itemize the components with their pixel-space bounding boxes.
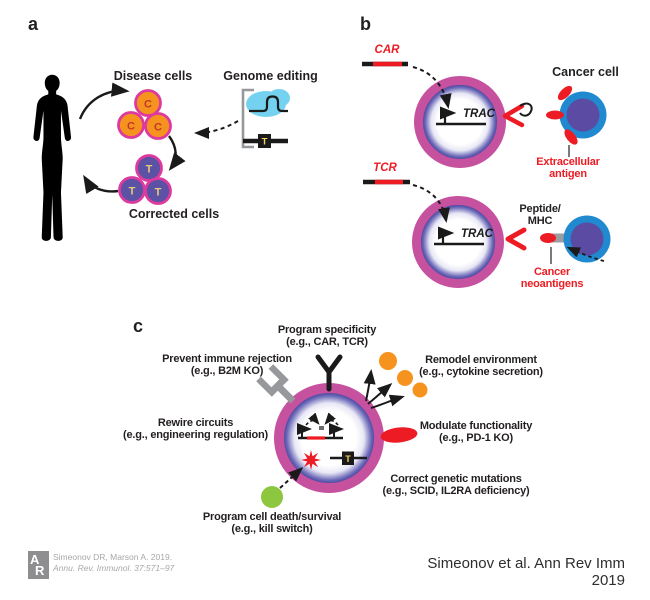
peptide	[540, 233, 556, 243]
annual-reviews-logo: A R	[28, 551, 49, 579]
prevent-immune-rejection-label: Prevent immune rejection (e.g., B2M KO)	[162, 353, 292, 378]
tcr-delivery-arrow	[412, 184, 450, 223]
program-cell-death-label: Program cell death/survival (e.g., kill …	[202, 511, 342, 536]
gene-circuit	[297, 412, 344, 440]
correct-genetic-mutations-label: Correct genetic mutations (e.g., SCID, I…	[382, 473, 530, 498]
logo-letter-r: R	[35, 563, 45, 578]
cytokines	[379, 352, 428, 398]
disease-cells-label: Disease cells	[113, 69, 193, 83]
car-construct-label: CAR	[374, 44, 400, 56]
cell-letter: C	[127, 121, 135, 133]
logo-letter-a: A	[30, 552, 40, 567]
extracellular-antigens	[546, 85, 578, 145]
extracellular-antigen-label: Extracellular antigen	[536, 156, 600, 181]
mhc-b2m-receptor	[256, 364, 296, 404]
cytokine-secretion-arrows	[363, 369, 405, 409]
corrected-gene: T	[330, 451, 367, 465]
cancer-cell-neoantigen	[540, 215, 611, 264]
edit-letter: T	[345, 454, 351, 464]
kill-switch-starburst	[301, 450, 321, 470]
cell-letter: T	[129, 186, 136, 198]
circuit-regulator	[319, 426, 324, 430]
cell-membrane	[414, 76, 506, 168]
human-silhouette	[33, 74, 72, 241]
t-cell-tcr	[412, 196, 504, 288]
disease-cell: C	[144, 112, 172, 140]
tcr-receptor	[505, 227, 527, 251]
panel-a-letter: a	[28, 14, 39, 34]
car-tcr-receptor	[315, 354, 343, 392]
tcr-construct-label: TCR	[373, 162, 397, 174]
arrow-human-to-disease	[78, 82, 130, 120]
slide-caption: Simeonov et al. Ann Rev Imm 2019	[427, 555, 625, 589]
mhc-molecule	[547, 233, 567, 243]
arrow-disease-to-corrected	[168, 135, 186, 171]
disease-cell: C	[117, 111, 145, 139]
cell-letter: C	[154, 122, 162, 134]
cycle-arrows	[78, 82, 186, 195]
trac-promoter-car: TRAC	[436, 106, 496, 126]
cancer-cell-antigen	[546, 85, 607, 157]
cell-cytoplasm	[417, 201, 499, 283]
kill-switch-trigger	[261, 486, 283, 508]
t-cell-car	[414, 76, 506, 168]
cancer-cell-label: Cancer cell	[552, 65, 619, 79]
disease-cell: C	[134, 89, 162, 117]
edit-box	[342, 451, 354, 465]
sgrna-strand	[249, 95, 288, 113]
cell-membrane	[412, 196, 504, 288]
disease-cells-group: C C C	[117, 89, 172, 140]
modulate-functionality-label: Modulate functionality (e.g., PD-1 KO)	[419, 420, 533, 445]
program-specificity-label: Program specificity (e.g., CAR, TCR)	[277, 324, 377, 349]
panel-c-letter: c	[133, 316, 144, 336]
corrected-cells-group: T T T	[118, 154, 172, 205]
cancer-neoantigens-label: Cancer neoantigens	[520, 266, 584, 291]
edit-box	[258, 134, 271, 148]
arrow-corrected-to-human	[83, 174, 119, 195]
trac-promoter-tcr: TRAC	[434, 226, 494, 246]
cell-letter: T	[146, 164, 153, 176]
pd1-receptor	[380, 427, 418, 443]
citation-line1: Simeonov DR, Marson A. 2019.	[53, 552, 173, 562]
edit-letter: T	[262, 137, 268, 148]
corrected-cell: T	[144, 177, 172, 205]
bracket	[241, 88, 254, 149]
cell-cytoplasm	[419, 81, 501, 163]
editing-delivery-arrow	[194, 120, 239, 139]
neoantigen-arrow	[566, 246, 605, 262]
cell-letter: C	[144, 99, 152, 111]
rewire-circuits-label: Rewire circuits (e.g., engineering regul…	[123, 417, 268, 442]
corrected-cell: T	[118, 176, 146, 204]
peptide-mhc-label: Peptide/ MHC	[519, 203, 561, 228]
genome-editing-label: Genome editing	[223, 69, 318, 83]
car-receptor	[502, 102, 533, 128]
cell-letter: T	[155, 187, 162, 199]
trac-gene-label: TRAC	[463, 108, 496, 120]
citation-line2: Annu. Rev. Immunol. 37:571–97	[53, 563, 175, 573]
trac-gene-label: TRAC	[461, 228, 494, 240]
hdr-template: T	[243, 134, 288, 148]
corrected-cells-label: Corrected cells	[128, 207, 220, 221]
corrected-cell: T	[135, 154, 163, 182]
panel-b-letter: b	[360, 14, 371, 34]
genome-editing-icon: T	[241, 88, 290, 149]
kill-switch-arrow	[279, 466, 304, 489]
remodel-environment-label: Remodel environment (e.g., cytokine secr…	[419, 354, 543, 379]
